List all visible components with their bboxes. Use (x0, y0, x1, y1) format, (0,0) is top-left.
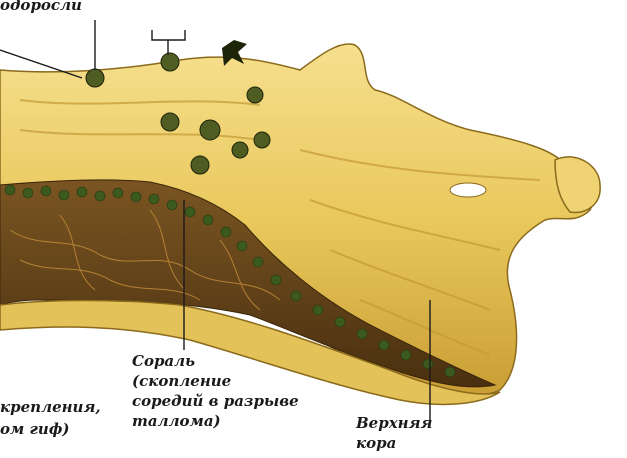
label-soredium-2: (скопление (132, 372, 231, 391)
label-soredium-3: соредий в разрыве (132, 392, 299, 411)
label-upper-cortex-1: Верхняя (356, 414, 432, 433)
label-algae: одоросли (0, 0, 82, 15)
label-soredium-1: Сораль (132, 352, 195, 371)
label-soredium-4: таллома) (132, 412, 221, 431)
label-upper-cortex-2: кора (356, 434, 396, 453)
label-attachment-2: ом гиф) (0, 420, 69, 439)
label-attachment-1: крепления, (0, 398, 101, 417)
lobe-hole (450, 183, 486, 197)
